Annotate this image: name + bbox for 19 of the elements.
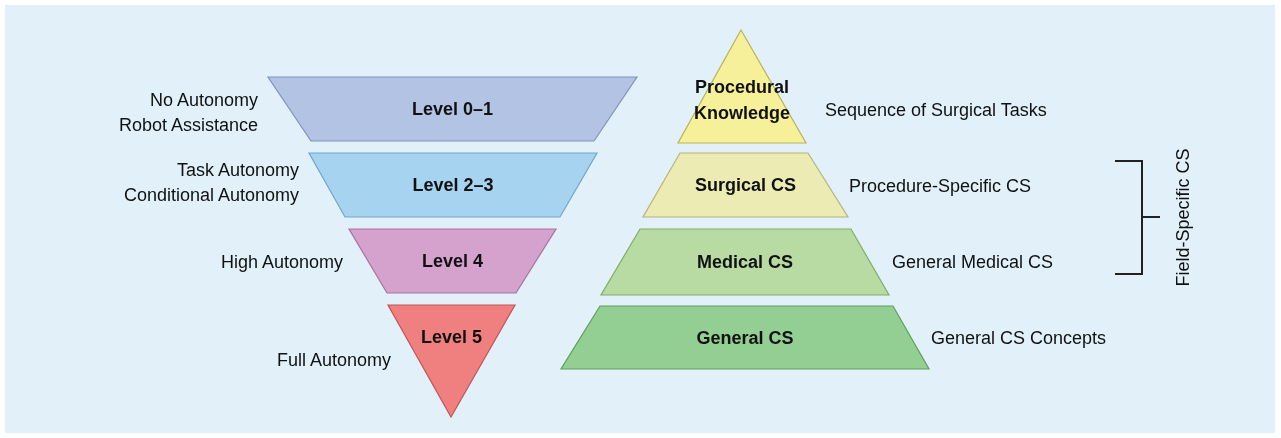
bracket-label: Field-Specific CS	[1172, 148, 1194, 286]
side-label: Robot Assistance	[119, 114, 259, 136]
side-label: General CS Concepts	[931, 327, 1107, 349]
level-label: Level 2–3	[411, 174, 495, 197]
side-label: Conditional Autonomy	[124, 184, 300, 206]
level-label: Level 5	[419, 326, 483, 349]
side-label: Full Autonomy	[277, 349, 392, 371]
side-label: General Medical CS	[892, 251, 1054, 273]
side-label: High Autonomy	[221, 251, 344, 273]
level-label: Level 0–1	[410, 98, 495, 121]
side-label: Procedure-Specific CS	[849, 175, 1032, 197]
level-label: Medical CS	[696, 251, 794, 274]
level-label: Surgical CS	[694, 174, 797, 197]
side-label: Sequence of Surgical Tasks	[825, 99, 1047, 121]
level-label: Level 4	[420, 250, 484, 273]
level-label: General CS	[695, 327, 795, 350]
side-label: No Autonomy	[150, 89, 259, 111]
level-label: Procedural Knowledge	[693, 76, 791, 125]
side-label: Task Autonomy	[177, 159, 300, 181]
